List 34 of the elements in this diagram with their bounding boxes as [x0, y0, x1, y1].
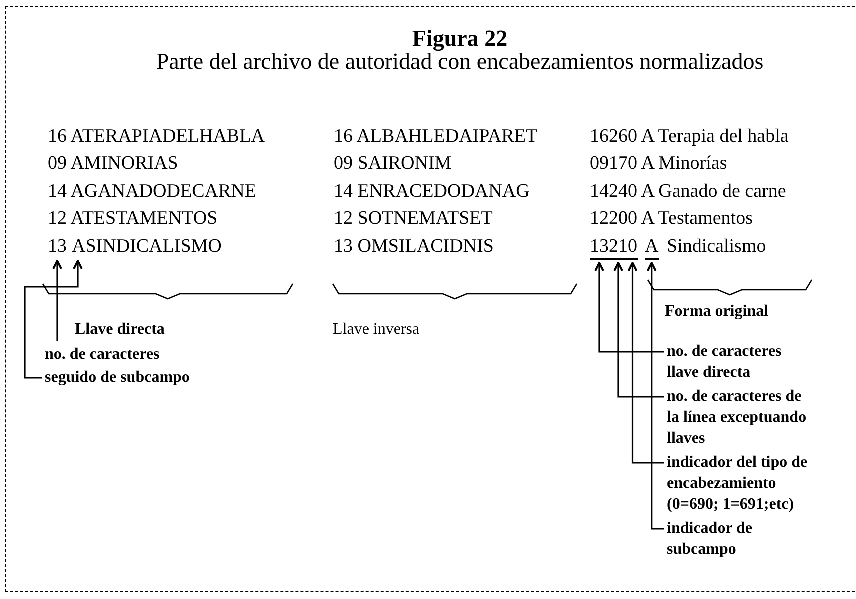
record-line: 09 AMINORIAS [48, 153, 178, 175]
leader-line [594, 262, 664, 353]
key-label: Llave inversa [333, 320, 420, 340]
record-line: 12 ATESTAMENTOS [48, 208, 218, 230]
record-field: 21 [609, 236, 628, 260]
record-line: 14 ENRACEDODANAG [334, 181, 530, 203]
annotation-text: no. de caracteres [45, 344, 160, 365]
record-line: 09170 A Minorías [590, 153, 728, 175]
record-line: 16 ALBAHLEDAIPARET [334, 126, 538, 148]
record-field: 13 [590, 236, 609, 260]
annotation-text: seguido de subcampo [45, 367, 190, 388]
record-field: A [645, 236, 659, 260]
key-label: Forma original [665, 302, 769, 322]
leader-line [52, 260, 62, 341]
figure-title: Figura 22 [411, 26, 509, 52]
record-line: 09 SAIRONIM [334, 153, 452, 175]
leader-line [628, 262, 664, 464]
annotation-text: indicador de subcampo [667, 518, 817, 560]
record-line: 13 OMSILACIDNIS [334, 236, 494, 258]
leader-line [646, 262, 664, 530]
record-line: 16 ATERAPIADELHABLA [48, 126, 265, 148]
record-field: ASINDICALISMO [72, 236, 222, 258]
annotation-text: indicador del tipo de encabezamiento (0=690; 1=691;etc) [667, 452, 817, 515]
leader-line [24, 260, 83, 379]
record-line: Sindicalismo [667, 236, 766, 258]
record-line: 14240 A Ganado de carne [590, 181, 786, 203]
key-label: Llave directa [75, 320, 165, 340]
record-field: 13 [48, 236, 67, 258]
record-line: 12 SOTNEMATSET [334, 208, 493, 230]
record-line: 12200 A Testamentos [590, 208, 753, 230]
record-line: 14 AGANADODECARNE [48, 181, 256, 203]
record-field: 0 [628, 236, 638, 260]
record-line: 16260 A Terapia del habla [590, 126, 789, 148]
leader-line [614, 262, 664, 398]
